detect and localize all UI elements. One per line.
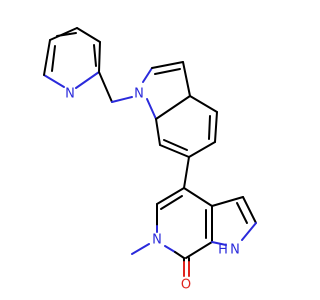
- indole-pyrrole-ring: [142, 61, 191, 120]
- pyridinone-n-label: N: [152, 233, 162, 248]
- bond: [160, 195, 183, 210]
- bond: [93, 44, 97, 67]
- bond: [98, 41, 101, 73]
- biaryl-bond: [183, 156, 190, 189]
- indole-benzene-ring: [155, 95, 218, 158]
- bond: [236, 202, 248, 224]
- bond: [241, 222, 257, 241]
- pyrrole-h-label: H: [218, 243, 228, 258]
- bond: [211, 241, 227, 246]
- bond: [151, 61, 184, 69]
- bond: [189, 95, 218, 113]
- bond: [208, 115, 211, 140]
- methylene-linker: [98, 71, 133, 103]
- carbonyl-o-label: O: [181, 278, 191, 293]
- bond: [183, 187, 213, 207]
- fused-pyrrole-ring: [211, 196, 257, 246]
- bond: [156, 187, 185, 205]
- pyridine-n-label: N: [65, 87, 75, 102]
- bond: [182, 61, 191, 97]
- structure-svg: N N N H N O: [43, 27, 257, 293]
- bond: [51, 45, 56, 72]
- bond: [142, 67, 153, 83]
- pyridinone-ring: [156, 187, 213, 277]
- bond: [242, 196, 257, 224]
- bond: [75, 71, 100, 89]
- bond: [43, 39, 51, 76]
- bond: [98, 71, 113, 103]
- indole-n-label: N: [134, 87, 144, 102]
- bond: [188, 141, 216, 158]
- bond: [214, 111, 218, 143]
- molecule-diagram: N N N H N O: [43, 27, 257, 293]
- bond: [159, 144, 190, 158]
- bond: [155, 95, 191, 120]
- bond: [174, 251, 185, 259]
- pyridine-ring: [43, 27, 101, 89]
- bond: [211, 196, 244, 207]
- bond: [164, 245, 176, 253]
- bond: [43, 74, 65, 88]
- bond: [155, 118, 161, 146]
- bond: [154, 68, 181, 75]
- bond: [185, 241, 213, 259]
- bond: [111, 96, 133, 103]
- n-methyl-bond: [131, 243, 150, 255]
- pyrrole-n-label: N: [230, 243, 240, 258]
- bond: [76, 27, 101, 43]
- bond: [163, 139, 188, 151]
- bond: [56, 32, 77, 37]
- bond: [146, 98, 157, 120]
